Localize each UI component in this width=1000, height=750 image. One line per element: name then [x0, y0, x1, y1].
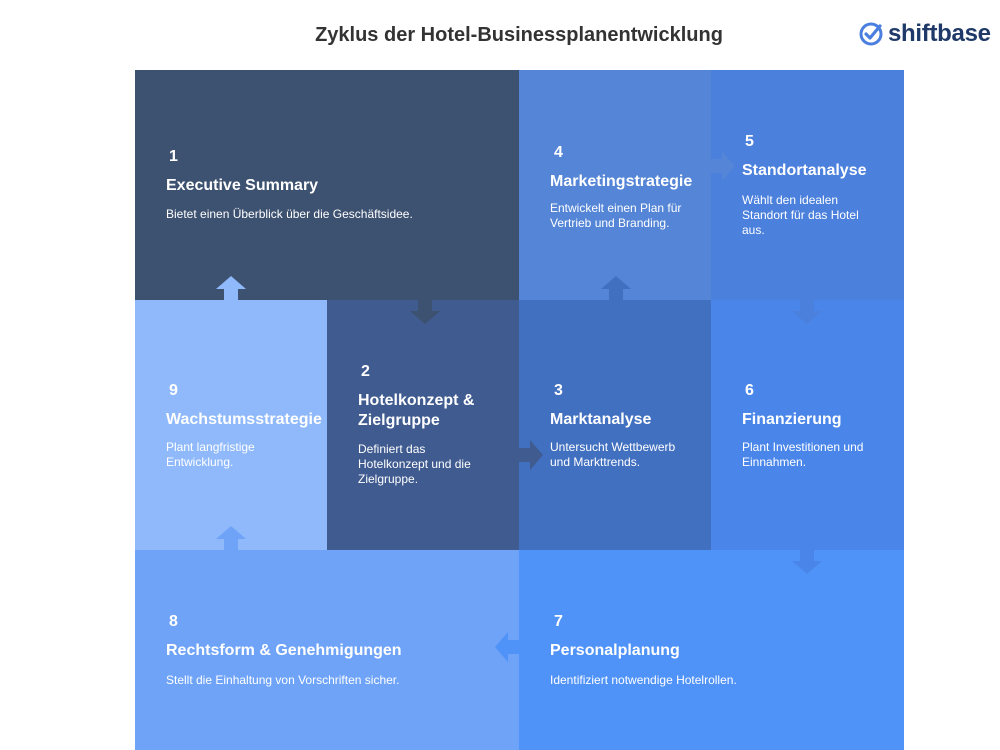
- step-5-box: 5 Standortanalyse Wählt den idealen Stan…: [711, 70, 904, 300]
- arrow-down-icon: [410, 300, 440, 324]
- step-heading: Rechtsform & Genehmigungen: [166, 642, 402, 659]
- step-number: 3: [554, 382, 563, 399]
- step-heading: Marketingstrategie: [550, 173, 693, 190]
- step-description: Identifiziert notwendige Hotelrollen.: [550, 673, 737, 687]
- cycle-grid: 1 Executive Summary Bietet einen Überbli…: [135, 70, 904, 750]
- step-number: 5: [745, 133, 754, 150]
- step-heading: Personalplanung: [550, 642, 680, 659]
- step-heading: Standortanalyse: [742, 162, 867, 179]
- arrow-right-icon: [711, 151, 735, 181]
- shiftbase-logo: shiftbase: [858, 20, 991, 48]
- step-number: 9: [169, 382, 178, 399]
- step-9-box: 9 Wachstumsstrategie Plant langfristige …: [135, 300, 327, 550]
- step-description: Entwickelt einen Plan für Vertrieb und B…: [550, 201, 682, 230]
- arrow-down-icon: [792, 550, 822, 574]
- step-description: Plant langfristige Entwicklung.: [166, 440, 255, 469]
- step-number: 8: [169, 613, 178, 630]
- step-heading: Executive Summary: [166, 177, 319, 194]
- step-2-box: 2 Hotelkonzept & Zielgruppe Definiert da…: [327, 300, 519, 550]
- arrow-up-icon: [216, 276, 246, 300]
- arrow-left-icon: [495, 632, 519, 662]
- step-4-box: 4 Marketingstrategie Entwickelt einen Pl…: [519, 70, 711, 300]
- diagram-title: Zyklus der Hotel-Businessplanentwicklung: [315, 24, 723, 46]
- step-3-box: 3 Marktanalyse Untersucht Wettbewerb und…: [519, 300, 711, 550]
- step-8-box: 8 Rechtsform & Genehmigungen Stellt die …: [135, 550, 519, 750]
- step-description: Bietet einen Überblick über die Geschäft…: [166, 207, 413, 221]
- step-heading: Wachstumsstrategie: [166, 411, 322, 428]
- step-heading: Marktanalyse: [550, 411, 652, 428]
- arrow-right-icon: [519, 440, 543, 470]
- step-description: Definiert das Hotelkonzept und die Zielg…: [358, 442, 471, 486]
- step-description: Untersucht Wettbewerb und Markttrends.: [550, 440, 676, 469]
- step-7-box: 7 Personalplanung Identifiziert notwendi…: [519, 550, 904, 750]
- step-description: Wählt den idealen Standort für das Hotel…: [742, 193, 859, 237]
- arrow-down-icon: [792, 300, 822, 324]
- logo-text: shiftbase: [888, 20, 991, 47]
- step-heading: Hotelkonzept & Zielgruppe: [358, 392, 475, 429]
- step-number: 4: [554, 144, 563, 161]
- check-circle-icon: [859, 22, 883, 46]
- step-number: 6: [745, 382, 754, 399]
- step-heading: Finanzierung: [742, 411, 842, 428]
- step-number: 7: [554, 613, 563, 630]
- step-number: 2: [361, 363, 370, 380]
- step-1-box: 1 Executive Summary Bietet einen Überbli…: [135, 70, 519, 300]
- step-description: Stellt die Einhaltung von Vorschriften s…: [166, 673, 400, 687]
- arrow-up-icon: [601, 276, 631, 300]
- step-description: Plant Investitionen und Einnahmen.: [742, 440, 864, 469]
- step-number: 1: [169, 148, 178, 165]
- arrow-up-icon: [216, 526, 246, 550]
- step-6-box: 6 Finanzierung Plant Investitionen und E…: [711, 300, 904, 550]
